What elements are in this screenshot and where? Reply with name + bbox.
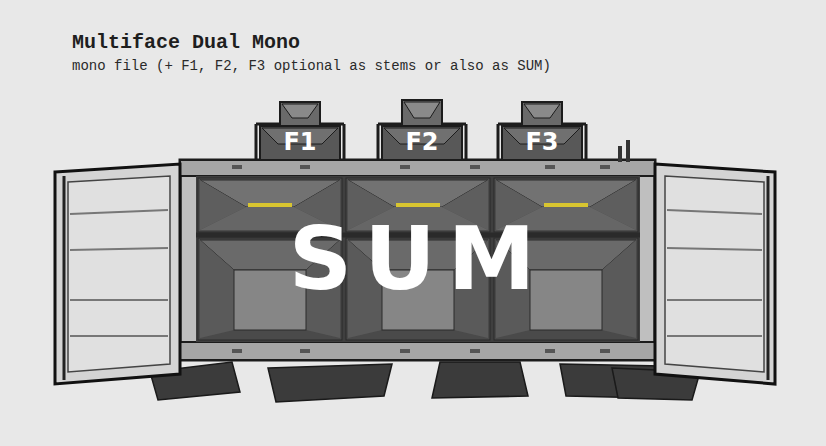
horn-label: F3 xyxy=(525,130,558,154)
horn-label: F1 xyxy=(283,130,316,154)
horn-stack: F2 xyxy=(380,122,464,162)
container-body: SUM xyxy=(196,178,640,340)
sum-label: SUM xyxy=(289,215,547,303)
horn-stack: F1 xyxy=(258,122,342,162)
horn-label: F2 xyxy=(405,130,438,154)
horn-stack: F3 xyxy=(500,122,584,162)
subtitle-note: mono file (+ F1, F2, F3 optional as stem… xyxy=(72,58,551,74)
diagram-title: Multiface Dual Mono xyxy=(72,31,300,54)
